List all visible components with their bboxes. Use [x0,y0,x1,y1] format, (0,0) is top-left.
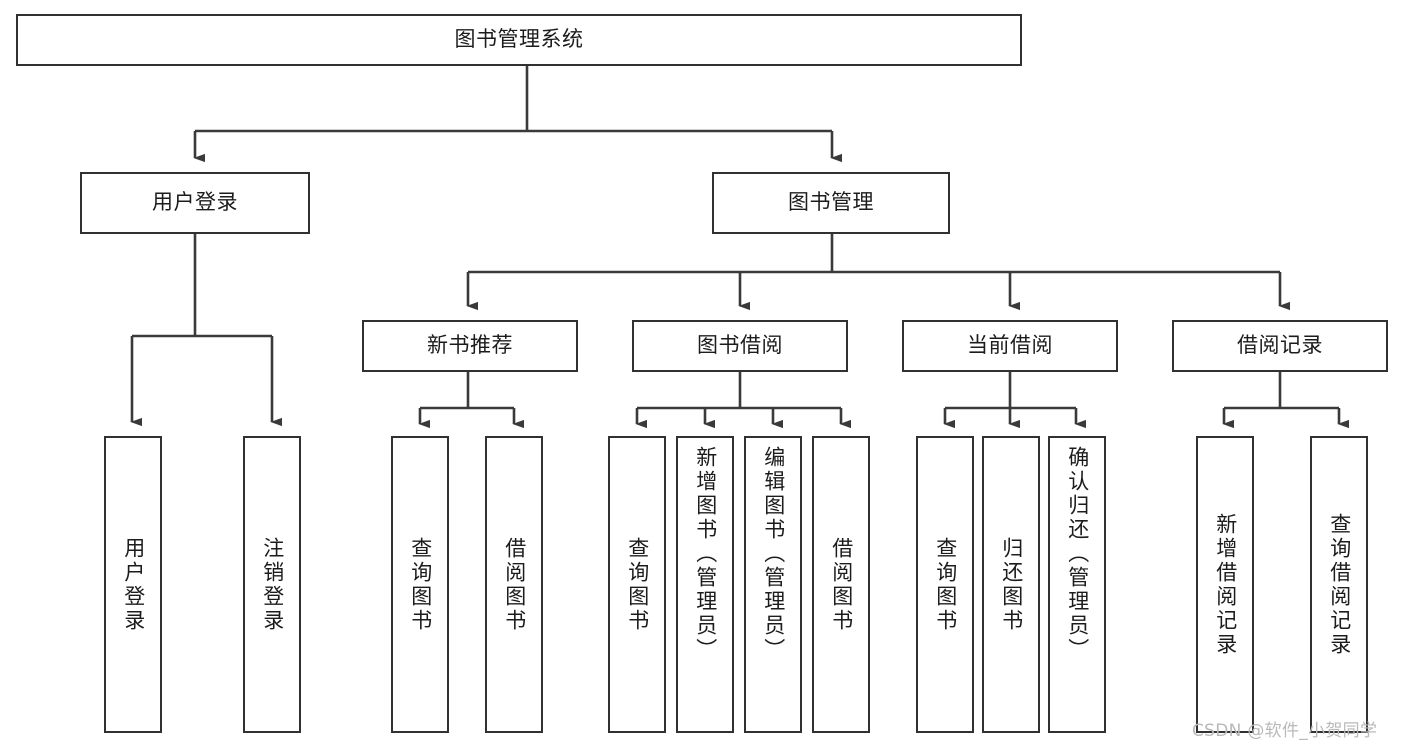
node-label: 借阅记录 [1237,333,1323,358]
leaf-confirm-return-admin[interactable]: 确认归还（管理员） [1048,436,1106,733]
leaf-logout[interactable]: 注销登录 [243,436,301,733]
node-user-login[interactable]: 用户登录 [80,172,310,234]
leaf-borrow-book[interactable]: 借阅图书 [812,436,870,733]
node-label: 注销登录 [260,536,285,633]
node-label: 图书借阅 [697,333,783,358]
node-label: 新增图书（管理员） [693,446,718,662]
leaf-query-book-recommend[interactable]: 查询图书 [391,436,449,733]
leaf-edit-book-admin[interactable]: 编辑图书（管理员） [744,436,802,733]
leaf-query-borrow-record[interactable]: 查询借阅记录 [1310,436,1368,733]
node-label: 新增借阅记录 [1213,512,1238,657]
node-label: 图书管理 [788,190,874,215]
node-label: 查询图书 [408,536,433,633]
node-label: 借阅图书 [829,536,854,633]
node-label: 借阅图书 [502,536,527,633]
node-label: 归还图书 [999,536,1024,633]
node-label: 查询图书 [933,536,958,633]
leaf-query-book-borrow[interactable]: 查询图书 [608,436,666,733]
leaf-add-book-admin[interactable]: 新增图书（管理员） [676,436,734,733]
node-label: 确认归还（管理员） [1065,446,1090,662]
node-label: 用户登录 [152,190,238,215]
leaf-return-book[interactable]: 归还图书 [982,436,1040,733]
node-label: 用户登录 [121,536,146,633]
node-label: 图书管理系统 [454,27,584,52]
node-label: 新书推荐 [427,333,513,358]
leaf-user-login[interactable]: 用户登录 [104,436,162,733]
node-borrow-record[interactable]: 借阅记录 [1172,320,1388,372]
node-label: 查询图书 [625,536,650,633]
node-new-book-recommend[interactable]: 新书推荐 [362,320,578,372]
node-book-management[interactable]: 图书管理 [712,172,950,234]
leaf-query-book-current[interactable]: 查询图书 [916,436,974,733]
leaf-add-borrow-record[interactable]: 新增借阅记录 [1196,436,1254,733]
node-label: 查询借阅记录 [1327,512,1352,657]
node-book-borrow[interactable]: 图书借阅 [632,320,848,372]
node-root-system[interactable]: 图书管理系统 [16,14,1022,66]
node-label: 编辑图书（管理员） [761,446,786,662]
leaf-borrow-book-recommend[interactable]: 借阅图书 [485,436,543,733]
node-current-borrow[interactable]: 当前借阅 [902,320,1118,372]
node-label: 当前借阅 [967,333,1053,358]
